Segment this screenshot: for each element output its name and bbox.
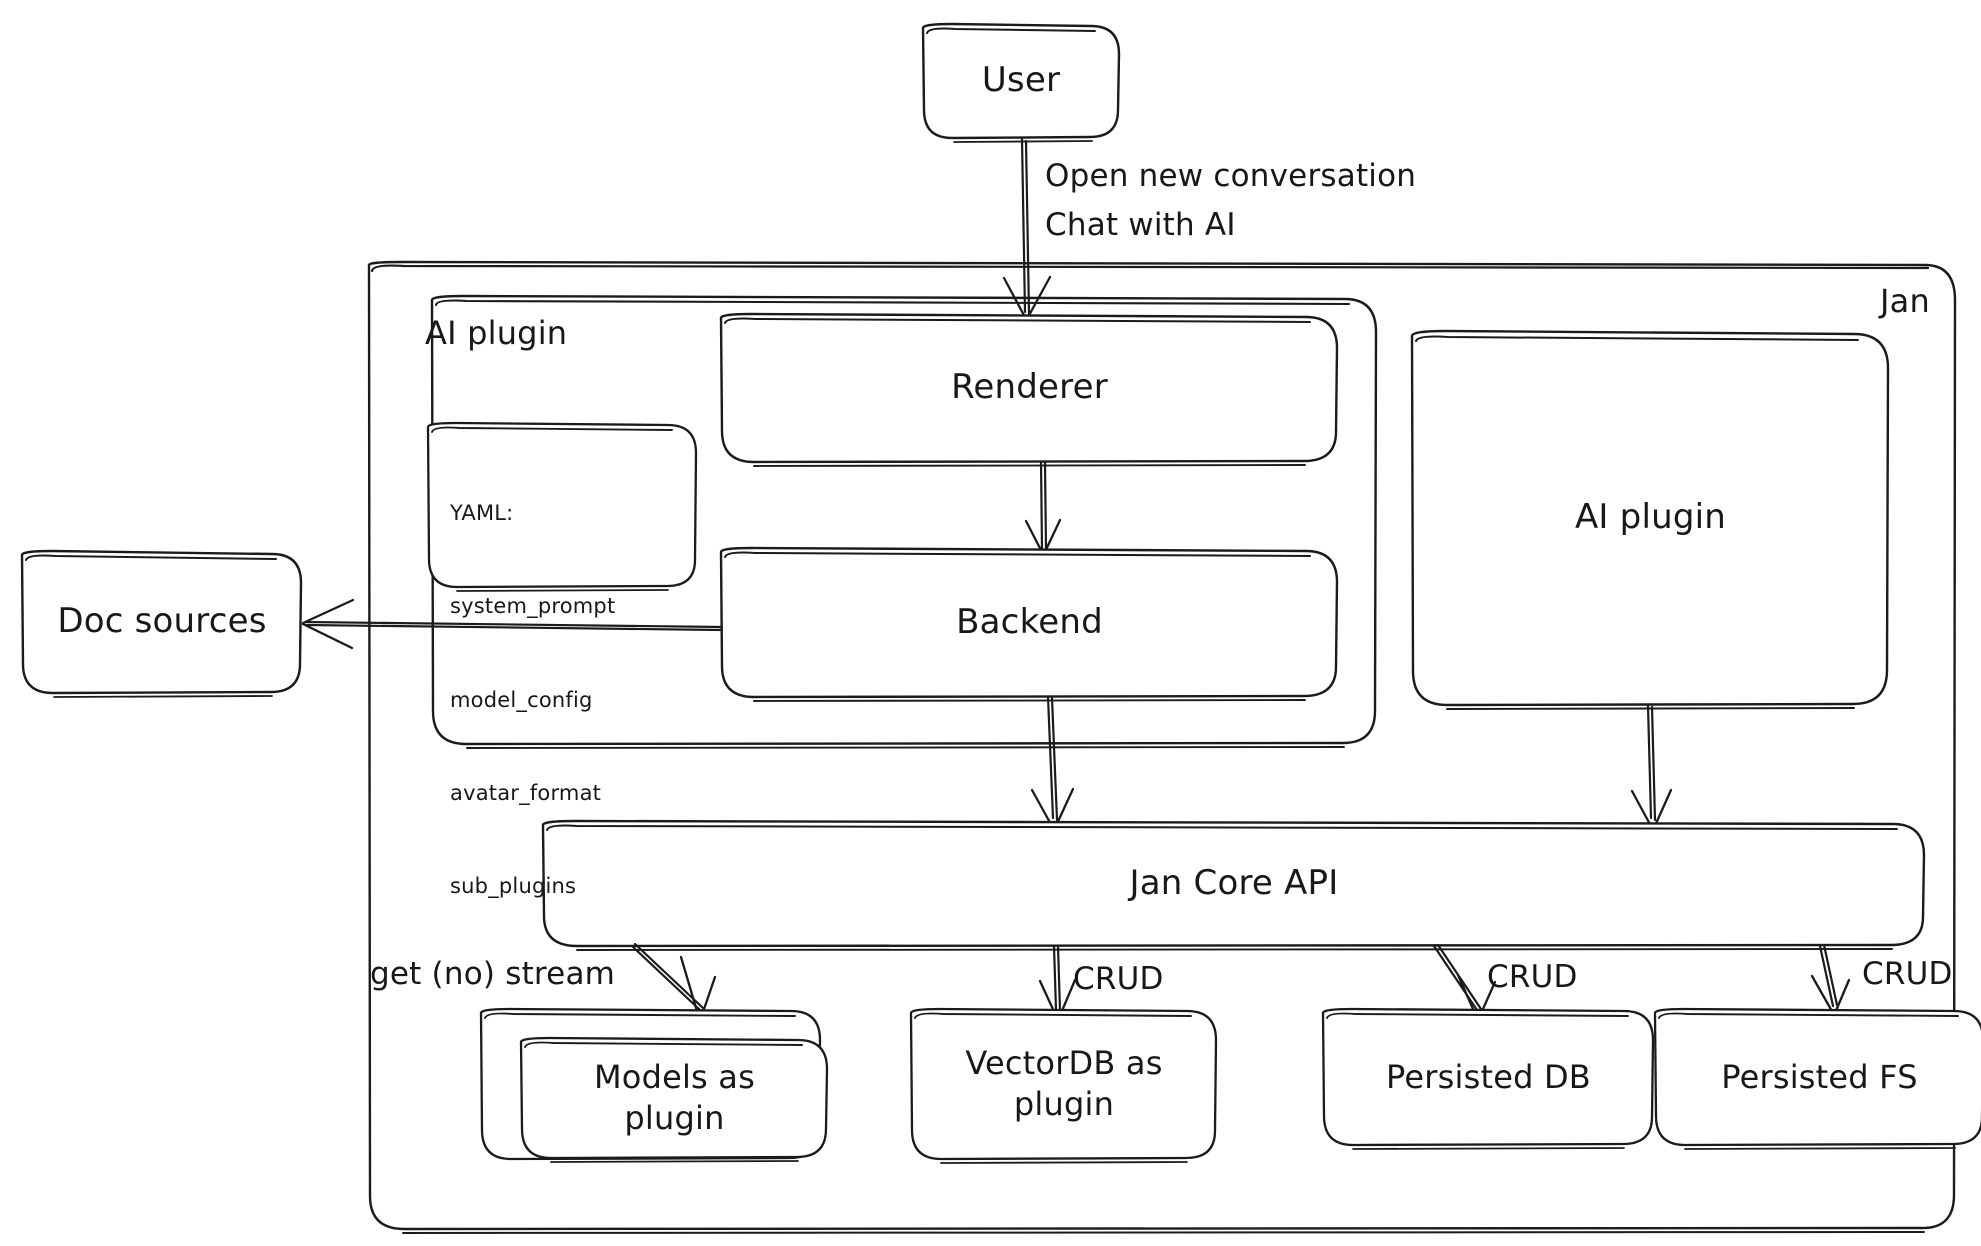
node-user[interactable] [921,22,1121,143]
node-backend[interactable] [719,546,1339,702]
node-vectordb-plugin[interactable] [909,1007,1218,1164]
node-doc-sources[interactable] [20,549,303,698]
node-ai-plugin[interactable] [1410,329,1890,710]
node-renderer[interactable] [719,312,1339,467]
edge-backend-to-doc-sources [301,598,724,650]
node-yaml-config[interactable] [426,421,698,592]
edge-user-to-renderer [1002,137,1052,321]
node-persisted-db[interactable] [1321,1007,1655,1150]
edge-core-api-to-persisted-fs [1810,943,1851,1015]
node-jan-core-api[interactable] [541,819,1926,951]
node-persisted-fs[interactable] [1653,1007,1981,1150]
node-models-plugin[interactable] [519,1036,829,1163]
edge-ai-plugin-to-core-api [1630,704,1673,830]
